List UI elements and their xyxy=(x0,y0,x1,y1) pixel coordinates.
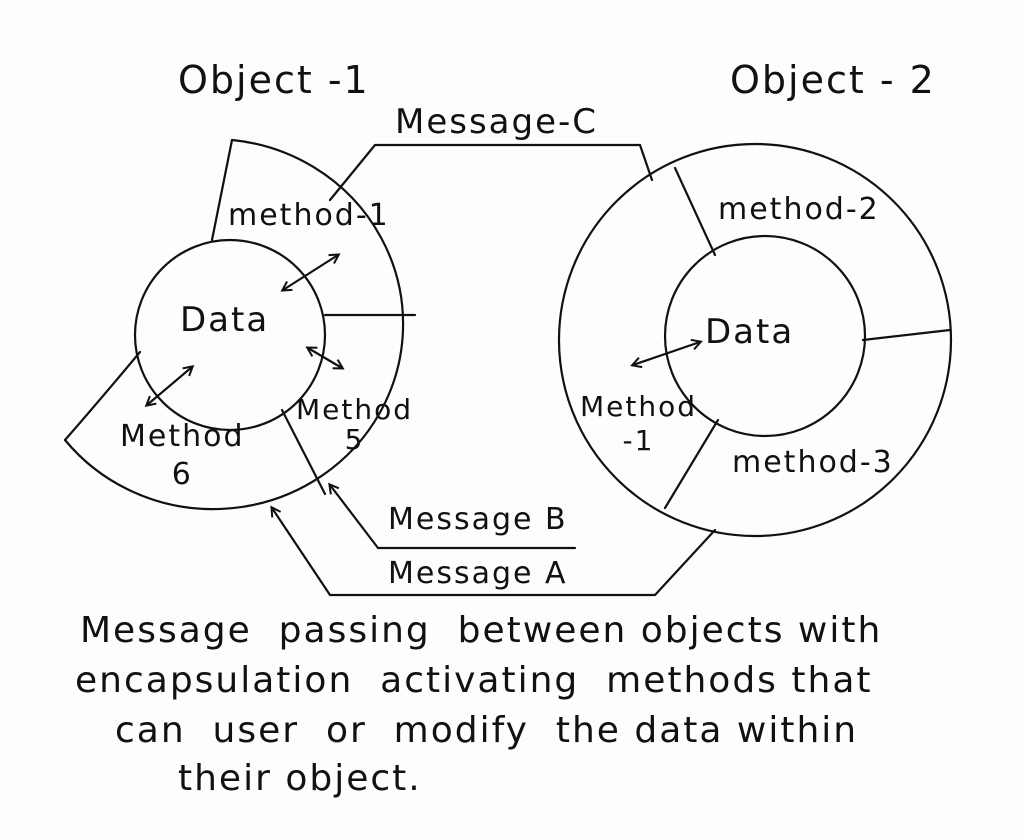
object-1-title: Object -1 xyxy=(178,58,370,102)
message-a-label: Message A xyxy=(388,556,568,591)
object-2-outer-circle xyxy=(557,142,953,538)
message-c-label: Message-C xyxy=(395,102,599,142)
caption-line-2: encapsulation activating methods that xyxy=(75,660,873,701)
method-5-divider-bottom xyxy=(280,408,327,496)
double-arrow-icon xyxy=(283,255,338,290)
object-1 xyxy=(63,138,417,511)
method-1-text: Method xyxy=(580,390,698,423)
caption-line-1: Message passing between objects with xyxy=(80,610,883,651)
object-1-outer-arc xyxy=(63,138,405,511)
object-2-data-circle xyxy=(663,234,867,438)
object-2 xyxy=(557,142,953,538)
object-2-method-3-label: method-3 xyxy=(732,445,894,480)
method-2-divider xyxy=(673,166,717,257)
method-6-number: 6 xyxy=(171,457,193,492)
message-c-line xyxy=(328,143,654,202)
method-1-divider xyxy=(663,418,720,510)
object-1-data-circle xyxy=(133,238,327,432)
message-b-label: Message B xyxy=(388,502,568,537)
object-2-method-2-label: method-2 xyxy=(718,192,880,227)
object-1-method-1-label: method-1 xyxy=(228,198,390,233)
object-2-method-1-label: Method-1 xyxy=(580,390,697,458)
message-b-arrow xyxy=(330,485,577,550)
method-6-divider xyxy=(63,350,142,442)
method-1-divider xyxy=(210,138,234,242)
object-2-title: Object - 2 xyxy=(730,58,936,102)
double-arrow-icon xyxy=(633,342,700,365)
caption-line-4: their object. xyxy=(178,758,422,799)
object-2-data-label: Data xyxy=(705,312,795,352)
double-arrow-icon xyxy=(147,367,192,405)
method-5-number: 5 xyxy=(344,423,365,456)
method-5-text: Method xyxy=(296,393,414,426)
method-1-number: -1 xyxy=(622,424,655,457)
method-6-text: Method xyxy=(120,419,245,454)
double-arrow-icon xyxy=(308,348,342,368)
message-a-arrow xyxy=(272,508,717,597)
object-1-data-label: Data xyxy=(180,300,270,340)
caption-line-3: can user or modify the data within xyxy=(115,710,859,751)
method-3-divider xyxy=(861,328,952,342)
